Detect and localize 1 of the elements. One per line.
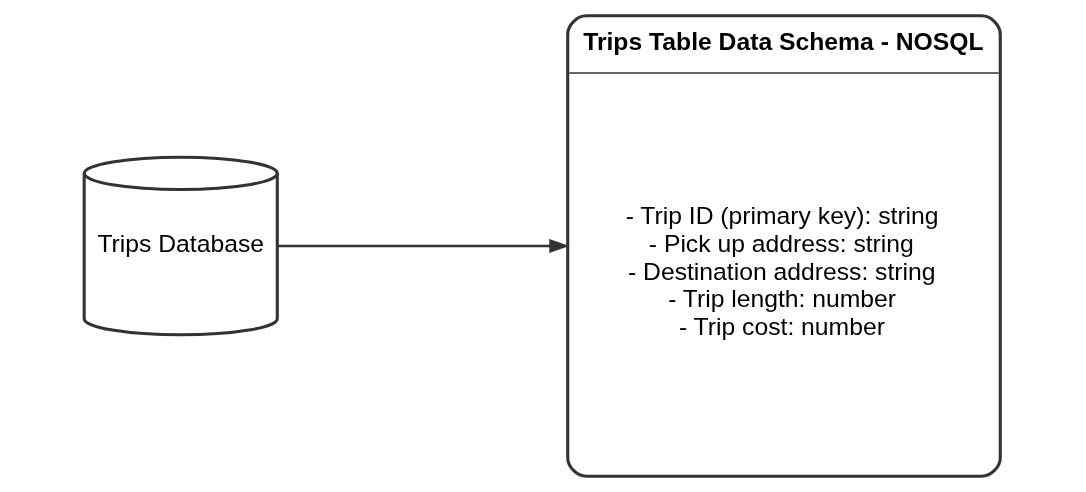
arrow: [277, 238, 570, 254]
